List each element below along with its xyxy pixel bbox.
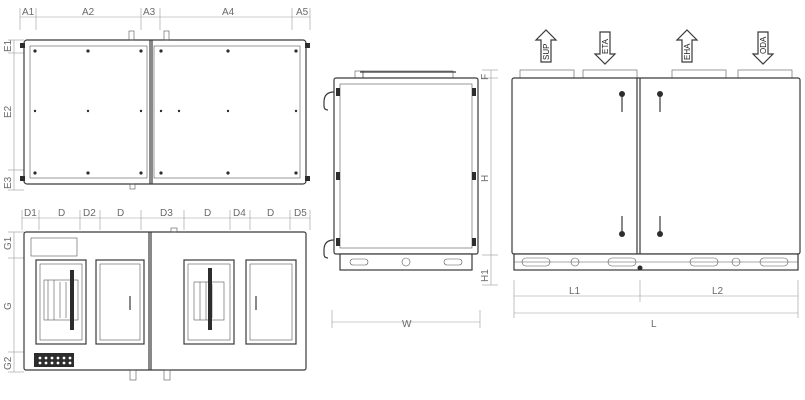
side-view: SUP ETA EHA ODA — [511, 29, 801, 330]
dim-e2: E2 — [3, 105, 14, 118]
port-oda: ODA — [751, 31, 775, 65]
svg-text:SUP: SUP — [542, 44, 551, 60]
dim-d-3: D — [204, 208, 211, 219]
dim-g1: G1 — [3, 236, 14, 250]
svg-text:EHA: EHA — [683, 43, 692, 60]
dim-d5: D5 — [294, 208, 307, 219]
dim-a2: A2 — [82, 7, 95, 18]
dim-d-2: D — [117, 208, 124, 219]
dim-g2: G2 — [3, 356, 14, 370]
dim-a1: A1 — [22, 7, 35, 18]
port-eta: ETA — [593, 31, 617, 65]
dim-d4: D4 — [233, 208, 246, 219]
svg-text:ETA: ETA — [601, 38, 610, 54]
dim-h1: H1 — [480, 269, 491, 282]
end-view: W F H H1 — [323, 69, 498, 330]
dim-f: F — [480, 74, 491, 80]
dim-d3: D3 — [160, 208, 173, 219]
dim-d2: D2 — [83, 208, 96, 219]
dim-a3: A3 — [143, 7, 156, 18]
dim-g: G — [3, 302, 14, 310]
dim-w: W — [402, 319, 412, 330]
dim-a4: A4 — [222, 7, 235, 18]
dim-a5: A5 — [296, 7, 309, 18]
dim-e1: E1 — [3, 39, 14, 52]
dim-e3: E3 — [3, 176, 14, 189]
dim-h: H — [480, 175, 491, 182]
port-eha: EHA — [675, 29, 699, 63]
dim-l1: L1 — [569, 286, 581, 297]
dim-d-4: D — [267, 208, 274, 219]
dim-l: L — [651, 319, 657, 330]
port-sup: SUP — [534, 29, 558, 63]
svg-text:ODA: ODA — [759, 36, 768, 54]
dim-d-1: D — [58, 208, 65, 219]
dim-l2: L2 — [712, 286, 724, 297]
dim-d1: D1 — [24, 208, 37, 219]
top-view: A1 A2 A3 A4 A5 E1 E2 E3 — [3, 7, 311, 191]
front-view: D1 D D2 D D3 D D4 D D5 G1 G G2 — [3, 208, 311, 381]
